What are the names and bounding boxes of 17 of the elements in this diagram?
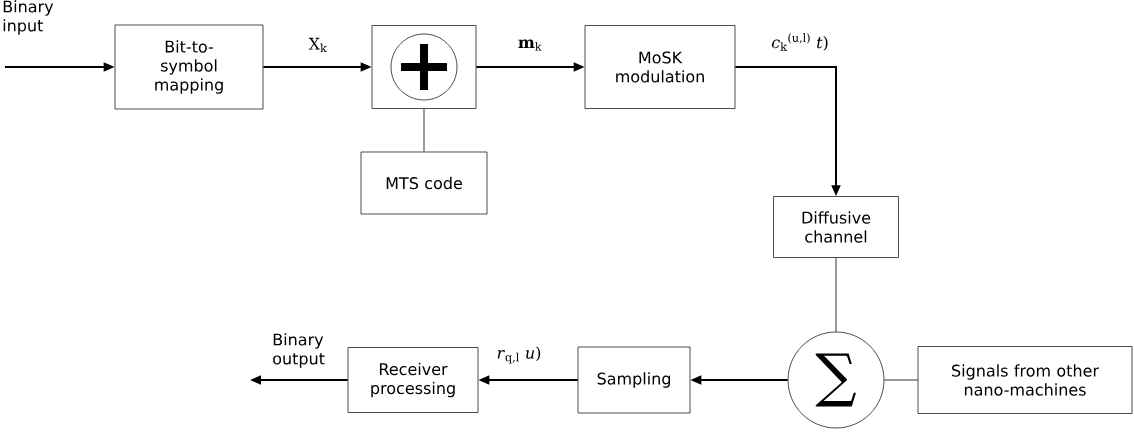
- io-label: Binary output: [273, 333, 325, 368]
- edge-label: X$_{k}$: [308, 37, 327, 53]
- adder-box: [371, 25, 477, 109]
- process-box: Diffusive channel: [773, 196, 899, 258]
- process-box: Bit-to-symbol mapping: [114, 24, 264, 110]
- connector-line: [883, 379, 919, 381]
- process-box: MTS code: [360, 151, 488, 215]
- process-box: MoSK modulation: [584, 25, 736, 109]
- edge-label: c$_{k}$$^{(u,l)}$ t): [771, 33, 828, 51]
- process-box: Sampling: [577, 346, 691, 414]
- io-label: Binary input: [3, 0, 54, 35]
- connector-line: [423, 108, 425, 153]
- process-box: Receiver processing: [347, 347, 479, 413]
- process-box: Signals from other nano-machines: [917, 346, 1133, 414]
- edge-label: m$_{k}$: [518, 39, 542, 51]
- edge-label: r$_{q,l}$ u): [497, 346, 541, 364]
- connector-line: [835, 257, 837, 333]
